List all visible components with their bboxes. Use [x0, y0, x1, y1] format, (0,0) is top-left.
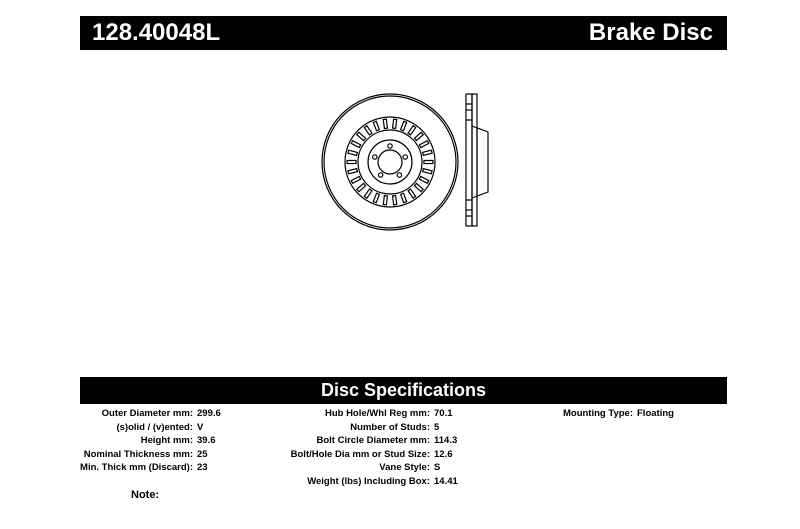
- vane-slot: [350, 139, 362, 149]
- vane-slot: [421, 167, 433, 175]
- note-label: Note:: [131, 489, 160, 501]
- specifications-header: Disc Specifications: [80, 377, 727, 404]
- spec-row: Min. Thick mm (Discard): 23: [60, 461, 221, 475]
- spec-value: 25: [197, 448, 208, 460]
- brake-disc-side-profile-icon: [465, 93, 489, 227]
- spec-value: V: [197, 421, 204, 433]
- vane-slot: [407, 188, 417, 200]
- vane-slot: [372, 120, 381, 132]
- vane-slot: [413, 182, 425, 193]
- spec-label: Hub Hole/Whl Reg mm:: [324, 408, 430, 419]
- vane-slot: [363, 188, 373, 200]
- spec-value: 12.6: [434, 448, 453, 460]
- spec-value: 70.1: [434, 408, 453, 419]
- vane-slot: [391, 118, 398, 130]
- spec-label: Min. Thick mm (Discard):: [80, 462, 193, 474]
- header-bar: 128.40048L Brake Disc: [80, 16, 727, 50]
- vane-slot: [372, 192, 381, 204]
- vane-slot: [407, 124, 417, 136]
- product-type: Brake Disc: [588, 19, 713, 46]
- spec-label: Number of Studs:: [350, 421, 430, 433]
- spec-column-3: Mounting Type: Floating: [540, 407, 674, 421]
- vane-slot: [382, 194, 389, 206]
- spec-value: S: [434, 462, 441, 474]
- vane-slot: [418, 175, 430, 185]
- spec-value: 39.6: [197, 435, 216, 447]
- disc-drawing: [321, 93, 489, 231]
- spec-value: 23: [197, 462, 208, 474]
- spec-label: (s)olid / (v)ented:: [116, 421, 193, 433]
- spec-column-1: Outer Diameter mm: 299.6 (s)olid / (v)ent…: [60, 407, 221, 475]
- spec-row: Nominal Thickness mm: 25: [60, 448, 221, 462]
- spec-label: Bolt Circle Diameter mm:: [316, 435, 430, 447]
- spec-row: Weight (lbs) Including Box: 14.41: [270, 475, 458, 489]
- spec-value: Floating: [637, 408, 674, 419]
- spec-label: Bolt/Hole Dia mm or Stud Size:: [290, 448, 430, 460]
- vane-slot: [418, 139, 430, 149]
- spec-label: Vane Style:: [379, 462, 430, 474]
- vane-slot: [347, 149, 359, 157]
- spec-row: Bolt/Hole Dia mm or Stud Size: 12.6: [270, 448, 458, 462]
- spec-value: 299.6: [197, 408, 221, 419]
- spec-row: Outer Diameter mm: 299.6: [60, 407, 221, 421]
- spec-row: Height mm: 39.6: [60, 434, 221, 448]
- vane-slot: [399, 192, 408, 204]
- vane-slot: [413, 131, 425, 142]
- vane-slot: [355, 131, 367, 142]
- spec-row: Number of Studs: 5: [270, 421, 458, 435]
- spec-label: Outer Diameter mm:: [101, 408, 193, 419]
- part-number: 128.40048L: [92, 19, 221, 46]
- vane-slot: [391, 194, 398, 206]
- vane-slot: [347, 167, 359, 175]
- spec-value: 14.41: [434, 475, 458, 487]
- vane-slot: [350, 175, 362, 185]
- spec-column-2: Hub Hole/Whl Reg mm: 70.1 Number of Studs…: [270, 407, 458, 489]
- spec-label: Height mm:: [140, 435, 193, 447]
- spec-label: Mounting Type:: [562, 408, 633, 419]
- spec-row: Mounting Type: Floating: [540, 407, 674, 421]
- specifications-title: Disc Specifications: [320, 380, 487, 400]
- brake-disc-front-view-icon: [321, 93, 459, 231]
- vane-slot: [421, 149, 433, 157]
- vane-slot: [346, 159, 357, 165]
- spec-row: Hub Hole/Whl Reg mm: 70.1: [270, 407, 458, 421]
- spec-value: 114.3: [434, 435, 458, 447]
- spec-label: Weight (lbs) Including Box:: [307, 475, 430, 487]
- vane-slot: [382, 118, 389, 130]
- spec-label: Nominal Thickness mm:: [83, 448, 193, 460]
- vane-slot: [363, 124, 373, 136]
- vane-slot: [423, 159, 434, 165]
- vane-slot: [399, 120, 408, 132]
- spec-row: Bolt Circle Diameter mm: 114.3: [270, 434, 458, 448]
- vane-slot: [355, 182, 367, 193]
- spec-row: (s)olid / (v)ented: V: [60, 421, 221, 435]
- spec-row: Vane Style: S: [270, 461, 458, 475]
- spec-value: 5: [434, 421, 440, 433]
